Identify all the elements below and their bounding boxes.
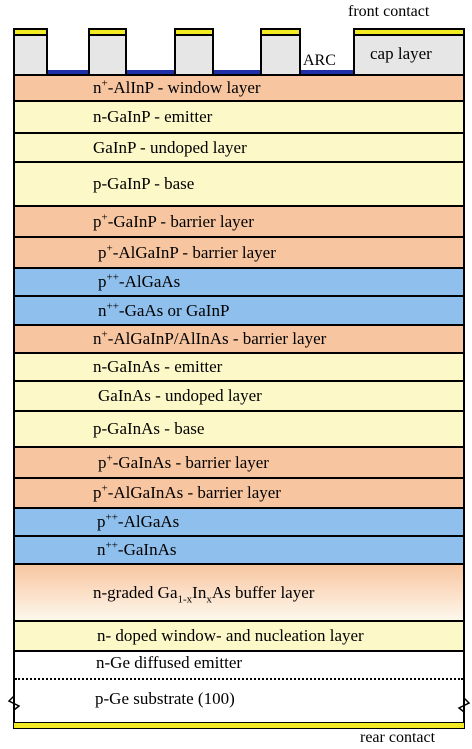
layer-tunnel-p-1: p++-AlGaAs	[13, 269, 465, 297]
layer-barrier-2: p+-AlGaInP - barrier layer	[13, 238, 465, 269]
layer-label: p+-GaInAs - barrier layer	[98, 451, 269, 472]
arc-segment-3	[214, 70, 260, 75]
arc-label: ARC	[303, 52, 336, 69]
front-contact-label: front contact	[348, 3, 430, 20]
cap-layer-label: cap layer	[370, 44, 432, 63]
front-contact-5	[353, 28, 465, 36]
break-mark-right	[457, 690, 471, 720]
layer-barrier-1: p+-GaInP - barrier layer	[13, 207, 465, 238]
rear-contact	[13, 722, 465, 729]
layer-base-mid: p-GaInAs - base	[13, 412, 465, 448]
rear-contact-label: rear contact	[360, 729, 436, 746]
front-contact-4	[260, 28, 301, 36]
break-mark-left	[7, 688, 21, 718]
layer-label: n++-GaAs or GaInP	[98, 299, 230, 320]
layer-label: p+-GaInP - barrier layer	[93, 210, 254, 231]
layer-barrier-5: p+-AlGaInAs - barrier layer	[13, 479, 465, 509]
layer-label: n+-AlGaInP/AlInAs - barrier layer	[93, 328, 327, 348]
layer-barrier-3: n+-AlGaInP/AlInAs - barrier layer	[13, 326, 465, 354]
layer-window: n+-AlInP - window layer	[13, 74, 465, 102]
layer-label: p+-AlGaInAs - barrier layer	[93, 482, 281, 502]
arc-segment-1	[48, 70, 88, 75]
arc-segment-2	[127, 70, 174, 75]
ge-emitter-label: n-Ge diffused emitter	[96, 653, 243, 672]
front-contact-1	[13, 28, 48, 36]
layer-label: p-GaInP - base	[93, 174, 195, 193]
layer-tunnel-n-2: n++-GaInAs	[13, 537, 465, 565]
diffusion-boundary-line	[15, 678, 463, 680]
layer-label: n-GaInAs - emitter	[93, 357, 223, 376]
layer-label: n- doped window- and nucleation layer	[97, 626, 364, 645]
layer-label: n-GaInP - emitter	[93, 107, 213, 126]
layer-label: n+-AlInP - window layer	[93, 77, 261, 97]
layer-label: n++-GaInAs	[97, 539, 177, 559]
layer-label: p++-AlGaAs	[98, 271, 181, 291]
ge-substrate-label: p-Ge substrate (100)	[95, 689, 235, 708]
layer-label: p++-AlGaAs	[97, 511, 180, 531]
layer-undoped-top: GaInP - undoped layer	[13, 134, 465, 163]
layer-label: p-GaInAs - base	[93, 419, 205, 438]
layer-tunnel-p-2: p++-AlGaAs	[13, 509, 465, 537]
layer-substrate	[13, 652, 465, 722]
layer-tunnel-n-1: n++-GaAs or GaInP	[13, 297, 465, 326]
layer-nucleation: n- doped window- and nucleation layer	[13, 622, 465, 652]
layer-label: GaInAs - undoped layer	[98, 386, 262, 405]
layer-label: p+-AlGaInP - barrier layer	[98, 241, 276, 262]
layer-buffer: n-graded Ga1-xInxAs buffer layer	[13, 565, 465, 622]
layer-label: n-graded Ga1-xInxAs buffer layer	[93, 582, 315, 605]
layer-label: GaInP - undoped layer	[93, 137, 247, 157]
layer-stack-diagram: ARC cap layer n+-AlInP - window layer n-…	[7, 0, 471, 749]
front-contact-2	[88, 28, 127, 36]
layer-emitter-mid: n-GaInAs - emitter	[13, 354, 465, 382]
layer-undoped-mid: GaInAs - undoped layer	[13, 382, 465, 412]
arc-segment-4	[301, 70, 353, 75]
front-contact-3	[174, 28, 214, 36]
layer-emitter-top: n-GaInP - emitter	[13, 102, 465, 134]
layer-barrier-4: p+-GaInAs - barrier layer	[13, 448, 465, 479]
layer-base-top: p-GaInP - base	[13, 163, 465, 207]
